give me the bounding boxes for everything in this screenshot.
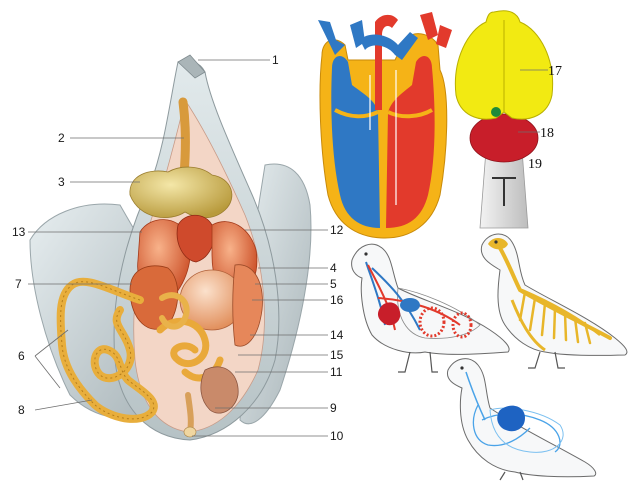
pineal-body	[491, 107, 501, 117]
label-18: 18	[540, 126, 554, 141]
label-5: 5	[330, 277, 337, 291]
label-10: 10	[330, 429, 344, 443]
label-3: 3	[58, 175, 65, 189]
label-4: 4	[330, 261, 337, 275]
label-19: 19	[528, 157, 542, 172]
cloaca-region	[201, 367, 238, 413]
label-11: 11	[330, 365, 343, 379]
brain-diagram: 17 18 19	[455, 11, 562, 228]
pigeon-eye-1	[364, 252, 367, 255]
esophagus	[183, 102, 185, 175]
label-15: 15	[330, 348, 344, 362]
pigeon-respiratory-diagram	[447, 359, 595, 480]
pigeon-eye-3	[460, 366, 463, 369]
label-13: 13	[12, 225, 26, 239]
label-7: 7	[15, 277, 22, 291]
circulatory-lung	[400, 298, 420, 312]
pigeon-circulatory-diagram	[352, 244, 510, 372]
carotid-right-2	[436, 25, 452, 48]
label-14: 14	[330, 328, 344, 342]
heart-diagram	[318, 12, 452, 238]
label-16: 16	[330, 293, 344, 307]
respiratory-lung	[497, 406, 525, 432]
pigeon-legs-1	[398, 352, 438, 372]
label-17: 17	[548, 64, 562, 79]
pigeon-eye-2	[494, 240, 497, 243]
cerebellum	[470, 114, 538, 162]
dissected-bird	[30, 55, 311, 440]
label-9: 9	[330, 401, 337, 415]
label-1: 1	[272, 53, 279, 67]
cloaca-opening	[184, 427, 196, 437]
rectum	[188, 395, 191, 432]
label-12: 12	[330, 223, 344, 237]
pigeon-outline-1	[352, 244, 510, 354]
label-2: 2	[58, 131, 65, 145]
label-6: 6	[18, 349, 25, 363]
label-8: 8	[18, 403, 25, 417]
